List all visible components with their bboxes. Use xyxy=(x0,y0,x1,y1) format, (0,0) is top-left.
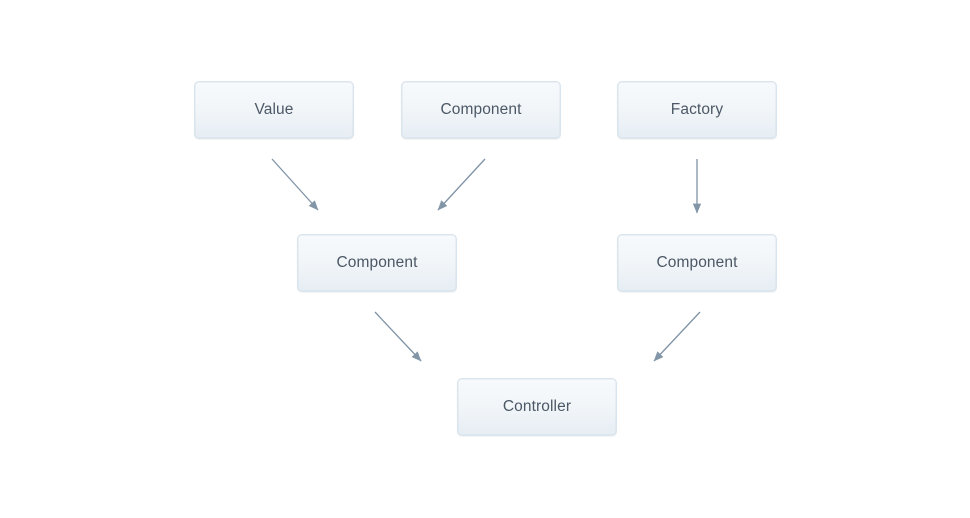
node-label: Controller xyxy=(502,398,572,415)
edge-component-right-to-controller xyxy=(653,311,701,362)
node-label: Component xyxy=(336,254,418,271)
node-component-mid-right[interactable]: Component xyxy=(617,234,777,292)
node-label: Component xyxy=(656,254,738,271)
node-label: Component xyxy=(440,101,522,118)
edge-component-left-to-controller xyxy=(374,311,422,362)
node-component-top[interactable]: Component xyxy=(401,81,561,139)
node-value[interactable]: Value xyxy=(194,81,354,139)
node-component-mid-left[interactable]: Component xyxy=(297,234,457,292)
node-label: Factory xyxy=(670,101,724,118)
node-factory[interactable]: Factory xyxy=(617,81,777,139)
node-controller[interactable]: Controller xyxy=(457,378,617,436)
edge-component-top-to-component xyxy=(437,158,486,211)
node-label: Value xyxy=(254,101,294,118)
edge-value-to-component xyxy=(271,158,319,211)
